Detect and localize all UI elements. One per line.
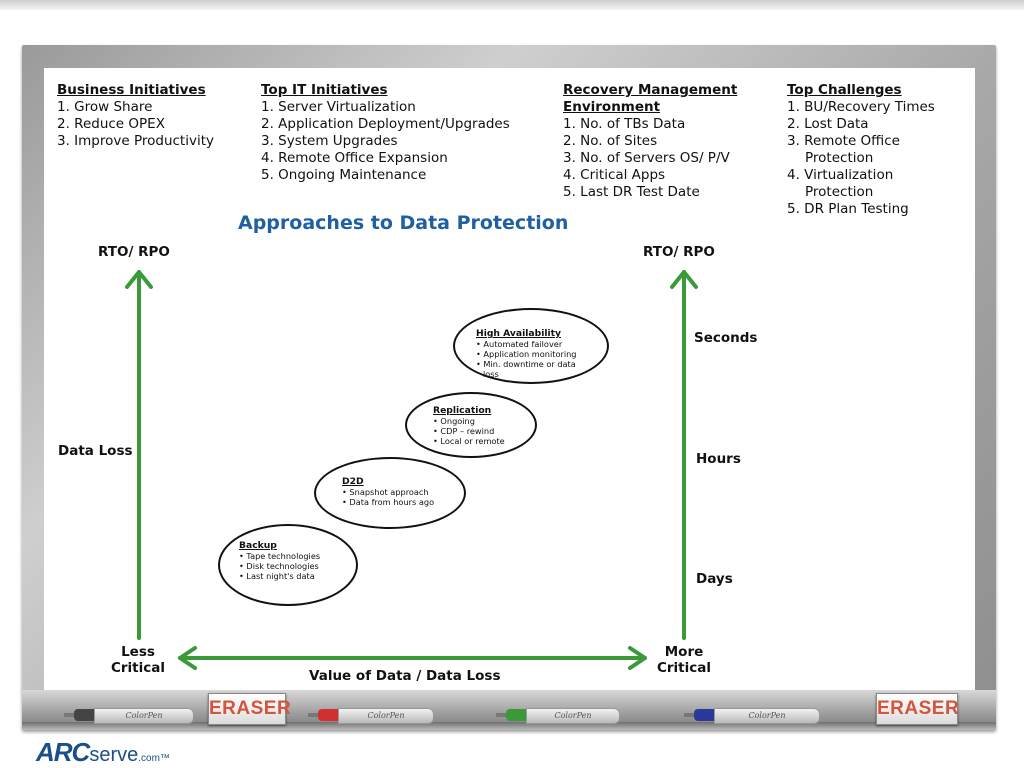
list-item: 2. Application Deployment/Upgrades (261, 116, 510, 132)
logo-com-text: .com™ (138, 753, 170, 764)
less-critical-label: Less Critical (108, 644, 168, 676)
list-item: 3. Improve Productivity (57, 133, 215, 149)
high-availability-ellipse (453, 308, 609, 384)
list-item: • Min. downtime or data (476, 359, 576, 369)
marker-red: ColorPen (308, 708, 434, 724)
d2d-heading: D2D (342, 476, 364, 487)
list-item: • CDP – rewind (433, 426, 495, 436)
arcserve-logo: ARCserve.com™ (36, 737, 170, 767)
list-item: 1. BU/Recovery Times (787, 99, 935, 115)
less-label-line: Less (121, 644, 155, 660)
business-initiatives-heading: Business Initiatives (57, 82, 206, 98)
replication-heading: Replication (433, 405, 492, 416)
d2d-ellipse (314, 457, 466, 529)
top-it-initiatives-heading: Top IT Initiatives (261, 82, 388, 98)
marker-green: ColorPen (496, 708, 620, 724)
list-item: • Last night's data (239, 571, 315, 581)
list-item: • Data from hours ago (342, 497, 435, 507)
logo-serve-text: serve (89, 744, 139, 766)
critical-label-line: Critical (110, 660, 165, 676)
diagram-title: Approaches to Data Protection (238, 212, 569, 234)
right-axis-label: RTO/ RPO (643, 244, 715, 260)
marker-tip (308, 713, 320, 717)
right-vertical-arrowhead (670, 270, 698, 289)
backup-text: Backup • Tape technologies • Disk techno… (239, 540, 349, 581)
list-item: • Automated failover (476, 339, 563, 349)
backup-heading: Backup (239, 540, 277, 551)
list-item: • Tape technologies (239, 551, 321, 561)
scale-seconds-label: Seconds (694, 330, 758, 346)
top-it-initiatives-column: Top IT Initiatives 1. Server Virtualizat… (261, 82, 510, 184)
list-item: loss (483, 369, 499, 379)
list-item: • Disk technologies (239, 561, 319, 571)
marker-cap (74, 709, 98, 721)
backup-ellipse (218, 524, 358, 606)
list-item: Protection (805, 184, 874, 200)
list-item: • Snapshot approach (342, 487, 429, 497)
business-initiatives-column: Business Initiatives 1. Grow Share 2. Re… (57, 82, 214, 150)
top-shadow-line (0, 0, 1024, 10)
list-item: 4. Remote Office Expansion (261, 150, 448, 166)
list-item: 2. Lost Data (787, 116, 869, 132)
recovery-management-column: Recovery Management Environment 1. No. o… (563, 82, 737, 201)
marker-tip (64, 713, 76, 717)
top-challenges-column: Top Challenges 1. BU/Recovery Times 2. L… (787, 82, 935, 218)
list-item: 3. Remote Office (787, 133, 900, 149)
list-item: 3. No. of Servers OS/ P/V (563, 150, 730, 166)
marker-tip (684, 713, 696, 717)
marker-label: ColorPen (714, 708, 820, 724)
logo-arc-text: ARC (36, 737, 90, 767)
list-item: 2. No. of Sites (563, 133, 658, 149)
list-item: 1. Server Virtualization (261, 99, 416, 115)
list-item: 5. Ongoing Maintenance (261, 167, 427, 183)
horizontal-arrowhead-left (178, 646, 197, 670)
recovery-management-heading-line1: Recovery Management (563, 82, 738, 98)
eraser-left: ERASER (208, 693, 291, 725)
scale-days-label: Days (696, 571, 733, 587)
more-label-line: More (664, 644, 704, 660)
marker-label: ColorPen (526, 708, 620, 724)
list-item: 1. Grow Share (57, 99, 153, 115)
more-critical-label: More Critical (652, 644, 716, 676)
marker-tray-edge (22, 722, 996, 730)
marker-cap (318, 709, 342, 721)
left-vertical-arrowhead (125, 270, 153, 289)
marker-black: ColorPen (64, 708, 194, 724)
left-axis-label: RTO/ RPO (98, 244, 170, 260)
high-availability-text: High Availability • Automated failover •… (476, 328, 606, 379)
replication-text: Replication • Ongoing • CDP – rewind • L… (433, 405, 533, 446)
marker-cap (506, 709, 530, 721)
list-item: 3. System Upgrades (261, 133, 398, 149)
marker-label: ColorPen (94, 708, 194, 724)
list-item: • Application monitoring (476, 349, 577, 359)
replication-ellipse (405, 392, 537, 458)
high-availability-heading: High Availability (476, 328, 562, 339)
recovery-management-heading-line2: Environment (563, 99, 661, 115)
critical-label-line: Critical (656, 660, 711, 676)
scale-hours-label: Hours (696, 451, 741, 467)
top-challenges-heading: Top Challenges (787, 82, 902, 98)
marker-cap (694, 709, 718, 721)
marker-blue: ColorPen (684, 708, 820, 724)
list-item: • Local or remote (433, 436, 505, 446)
d2d-text: D2D • Snapshot approach • Data from hour… (342, 476, 462, 507)
list-item: 1. No. of TBs Data (563, 116, 686, 132)
horizontal-arrowhead-right (628, 646, 647, 670)
list-item: 4. Critical Apps (563, 167, 666, 183)
marker-tip (496, 713, 508, 717)
list-item: 5. DR Plan Testing (787, 201, 909, 217)
list-item: 4. Virtualization (787, 167, 894, 183)
list-item: 5. Last DR Test Date (563, 184, 700, 200)
list-item: 2. Reduce OPEX (57, 116, 165, 132)
marker-label: ColorPen (338, 708, 434, 724)
eraser-right: ERASER (876, 693, 959, 725)
list-item: Protection (805, 150, 874, 166)
list-item: • Ongoing (433, 416, 475, 426)
bottom-axis-label: Value of Data / Data Loss (309, 668, 501, 684)
data-loss-label: Data Loss (58, 443, 133, 459)
